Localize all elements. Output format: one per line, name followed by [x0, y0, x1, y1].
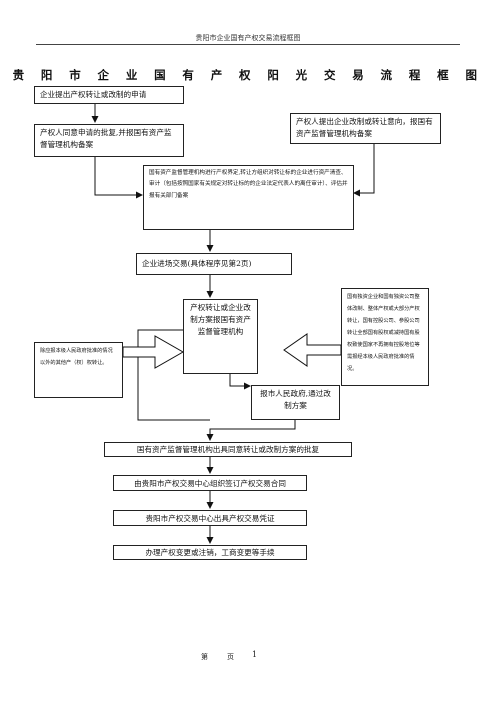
box-intention-filing-text: 产权人提出企业改制或转让意向，报国有资产监督管理机构备案 [296, 117, 433, 138]
footer-label-before: 第 [201, 653, 208, 661]
box-apply-text: 企业提出产权转让或改制的申请 [40, 90, 147, 99]
box-other-transfers-text: 除应报本级人民政府批准的情况以外的其他产（权）权转让。 [40, 348, 113, 366]
box-apply: 企业提出产权转让或改制的申请 [34, 86, 184, 104]
page-number: 1 [252, 650, 258, 659]
footer-label-after: 页 [227, 653, 234, 661]
header-divider [36, 44, 460, 45]
box-gov-approval-cases: 国有独资企业和国有独资公司整体改制、整体产权或大部分产权转让，国有控股公司、参股… [341, 288, 429, 386]
box-plan-report: 产权转让或企业改制方案报国有资产监督管理机构 [183, 299, 258, 374]
page-title: 贵 阳 市 企 业 国 有 产 权 阳 光 交 易 流 程 框 图 [12, 68, 484, 82]
box-intention-filing: 产权人提出企业改制或转让意向，报国有资产监督管理机构备案 [290, 113, 441, 144]
box-other-transfers: 除应报本级人民政府批准的情况以外的其他产（权）权转让。 [34, 342, 123, 398]
box-sign-contract: 由贵阳市产权交易中心组织签订产权交易合同 [113, 475, 307, 491]
box-registration-change: 办理产权变更或注销，工商变更等手续 [113, 545, 307, 560]
box-gov-approval-cases-text: 国有独资企业和国有独资公司整体改制、整体产权或大部分产权转让，国有控股公司、参股… [347, 294, 420, 372]
box-asset-audit: 国有资产监督管理机构进行产权界定,转让方组织对转让标的企业进行资产清查、审计（包… [143, 165, 354, 230]
box-enter-trading-text: 企业进场交易(具体程序见第2页) [142, 259, 252, 268]
box-approval-reply: 国有资产监督管理机构出具同意转让或改制方案的批复 [104, 442, 352, 457]
box-issue-certificate: 贵阳市产权交易中心出具产权交易凭证 [113, 510, 307, 526]
box-issue-certificate-text: 贵阳市产权交易中心出具产权交易凭证 [145, 514, 275, 523]
box-city-gov-text: 报市人民政府,通过改制方案 [260, 389, 331, 410]
page-header: 贵阳市企业国有产权交易流程框图 [195, 34, 301, 42]
box-sign-contract-text: 由贵阳市产权交易中心组织签订产权交易合同 [134, 479, 286, 488]
box-asset-audit-text: 国有资产监督管理机构进行产权界定,转让方组织对转让标的企业进行资产清查、审计（包… [149, 170, 348, 199]
box-registration-change-text: 办理产权变更或注销，工商变更等手续 [145, 548, 275, 557]
box-approval-filing: 产权人同意申请的批复,并报国有资产监督管理机构备案 [34, 124, 184, 157]
box-enter-trading: 企业进场交易(具体程序见第2页) [136, 253, 292, 275]
box-city-gov: 报市人民政府,通过改制方案 [251, 385, 340, 420]
box-approval-filing-text: 产权人同意申请的批复,并报国有资产监督管理机构备案 [40, 128, 172, 149]
box-plan-report-text: 产权转让或企业改制方案报国有资产监督管理机构 [190, 303, 251, 336]
box-approval-reply-text: 国有资产监督管理机构出具同意转让或改制方案的批复 [136, 445, 320, 454]
